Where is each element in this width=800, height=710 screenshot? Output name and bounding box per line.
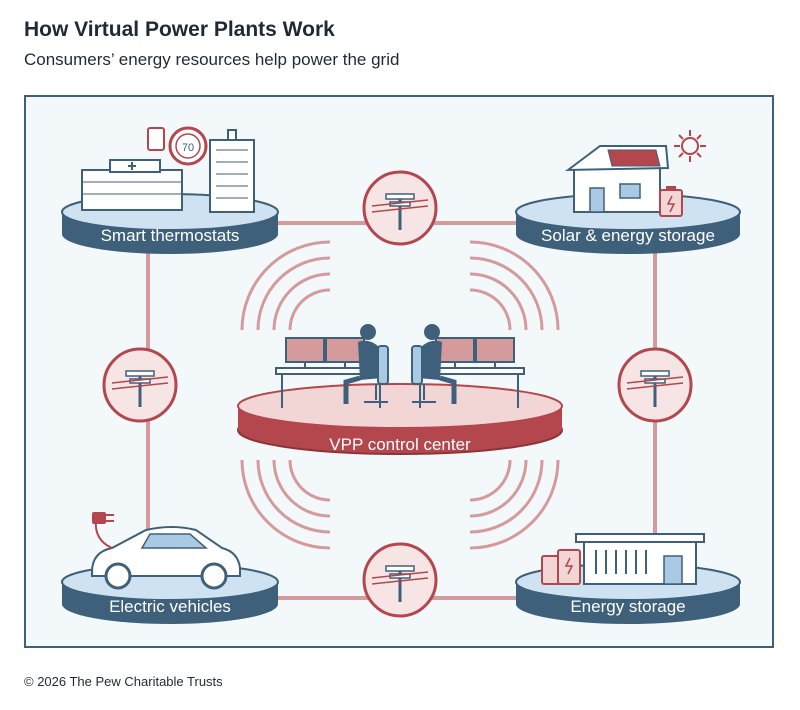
battery-icon xyxy=(659,186,683,217)
signal-waves xyxy=(240,240,560,550)
node-smart-thermostats: Smart thermostats 70 xyxy=(61,126,279,254)
solar-energy-storage-label: Solar & energy storage xyxy=(541,226,715,245)
office-tower-icon xyxy=(209,129,255,213)
control-center: VPP control center xyxy=(237,383,563,455)
control-center-label: VPP control center xyxy=(329,435,471,454)
thermostat-reading: 70 xyxy=(182,142,194,154)
plug-icon xyxy=(92,512,114,549)
hospital-building-icon xyxy=(81,159,183,211)
sun-icon xyxy=(674,130,706,162)
battery-bank-icon xyxy=(541,549,581,585)
warehouse-icon xyxy=(575,533,705,585)
smart-thermostats-label: Smart thermostats xyxy=(101,226,240,245)
power-pole-top xyxy=(362,170,438,246)
copyright-footer: © 2026 The Pew Charitable Trusts xyxy=(24,674,223,689)
power-pole-right xyxy=(617,347,693,423)
thermostat-icon: 70 xyxy=(147,126,208,166)
energy-storage-label: Energy storage xyxy=(570,597,685,616)
node-electric-vehicles: Electric vehicles xyxy=(61,512,279,624)
power-pole-bottom xyxy=(362,542,438,618)
node-solar-energy-storage: Solar & energy storage xyxy=(515,130,741,254)
page-subtitle: Consumers’ energy resources help power t… xyxy=(24,50,400,69)
solar-house-icon xyxy=(564,145,670,213)
electric-vehicles-label: Electric vehicles xyxy=(109,597,231,616)
page-title: How Virtual Power Plants Work xyxy=(24,18,335,41)
node-energy-storage: Energy storage xyxy=(515,533,741,624)
power-pole-left xyxy=(102,347,178,423)
electric-car-icon xyxy=(91,526,241,590)
